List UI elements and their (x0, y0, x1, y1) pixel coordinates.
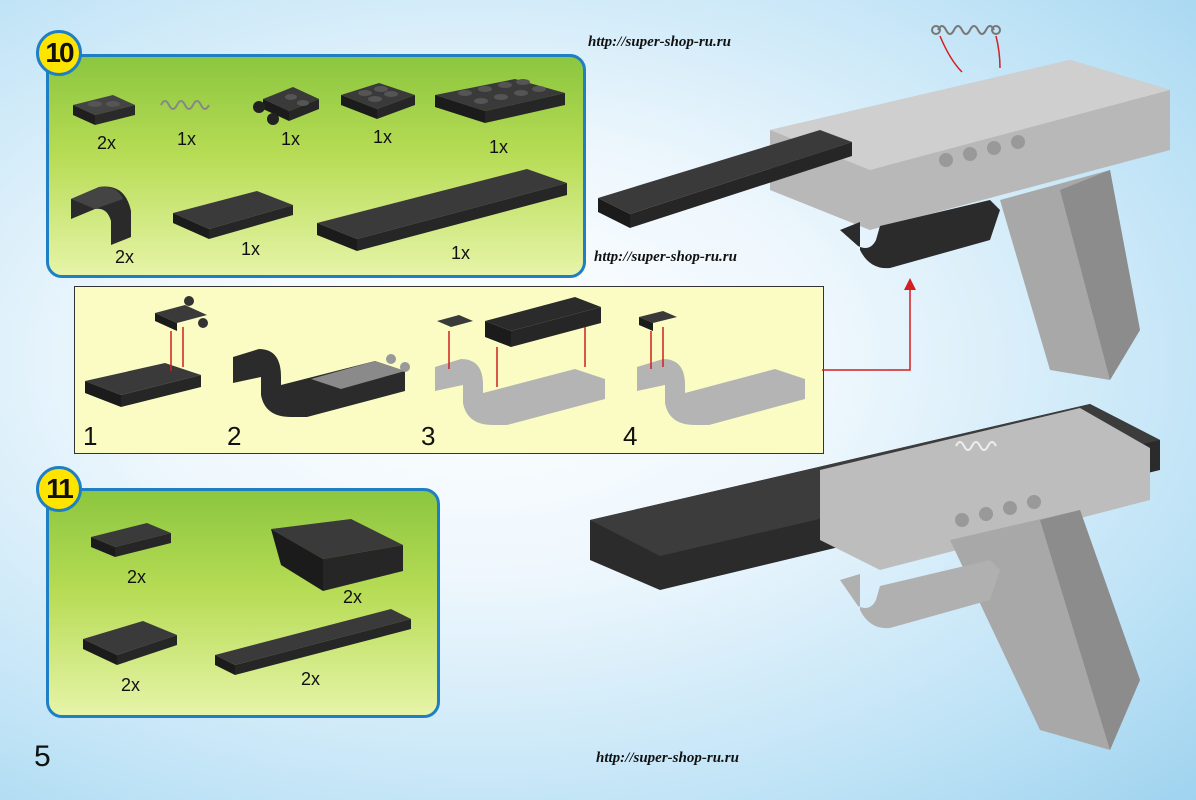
step-11-parts-panel: 2x 2x 2x 2x (46, 488, 440, 718)
qty-plate-2x12: 1x (451, 243, 471, 263)
part-plate-2x3 (83, 621, 177, 665)
substep-label-2: 2 (227, 421, 242, 451)
qty-plate-2x4: 1x (489, 137, 509, 157)
qty-curved-slope: 2x (115, 247, 135, 267)
step-10-parts-panel: 2x 1x 1x 1x 1x 2x 1x 1x (46, 54, 586, 278)
part-plate-2x12 (317, 169, 567, 251)
substep-label-4: 4 (623, 421, 638, 451)
qty-tile-2x4: 1x (241, 239, 261, 259)
step-11-parts-illustration (83, 519, 411, 675)
url-watermark-top: http://super-shop-ru.ru (588, 34, 731, 50)
part-plate-2x2 (341, 83, 415, 119)
part-plate-1x3 (91, 523, 171, 557)
qty-plate-1x3: 2x (127, 567, 147, 587)
part-curved-slope (71, 186, 131, 245)
url-watermark-mid: http://super-shop-ru.ru (594, 249, 737, 265)
substep-2-illustration (233, 349, 410, 417)
qty-inverted-slope: 2x (343, 587, 363, 607)
substep-3-illustration (435, 297, 605, 425)
substep-4-illustration (637, 311, 805, 425)
step-11-badge: 11 (36, 466, 82, 512)
part-plate-with-clips (253, 87, 319, 125)
qty-plate-1x8: 2x (301, 669, 321, 689)
part-plate-1x2 (73, 95, 135, 125)
substep-strip: 1 2 3 4 (74, 286, 824, 454)
substep-label-1: 1 (83, 421, 98, 451)
part-plate-1x8 (215, 609, 411, 675)
qty-plate-with-clips: 1x (281, 129, 301, 149)
qty-spring: 1x (177, 129, 197, 149)
step-10-badge: 10 (36, 30, 82, 76)
substep-label-3: 3 (421, 421, 436, 451)
part-inverted-slope (271, 519, 403, 591)
part-spring (160, 100, 210, 110)
qty-plate-2x2: 1x (373, 127, 393, 147)
substep-1-illustration (85, 296, 208, 407)
step-10-parts-illustration (71, 79, 567, 251)
part-plate-2x4 (435, 79, 565, 123)
qty-plate-2x3: 2x (121, 675, 141, 695)
part-tile-2x4 (173, 191, 293, 239)
model-step-11 (590, 404, 1160, 750)
substep-illustrations (85, 296, 805, 425)
qty-plate-1x2: 2x (97, 133, 117, 153)
url-watermark-bottom: http://super-shop-ru.ru (596, 750, 739, 766)
page-number: 5 (34, 740, 51, 773)
